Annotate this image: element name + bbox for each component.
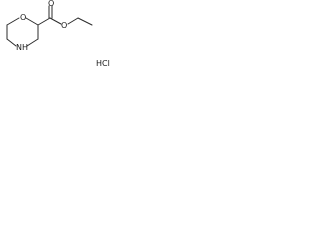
ester-oxygen-label: O [61,21,67,30]
bond-ch2-ch3 [77,17,93,26]
ring-nitrogen-label: NH [16,43,28,52]
molecule-structure: O NH O O HCl [6,0,110,68]
structure-canvas: O NH O O HCl [0,0,114,78]
bond-o-c2 [25,17,39,26]
bond-c3-n [26,38,39,47]
bond-ester-o-ch2 [67,17,79,25]
salt-label: HCl [96,59,110,68]
carbonyl-oxygen-label: O [48,0,54,8]
bond-c2-carbonyl [37,17,51,26]
bond-n-c5 [6,38,17,47]
ring-oxygen-label: O [20,13,26,22]
bond-carbonyl-ester-o [49,17,62,25]
bond-c6-o [6,17,20,26]
